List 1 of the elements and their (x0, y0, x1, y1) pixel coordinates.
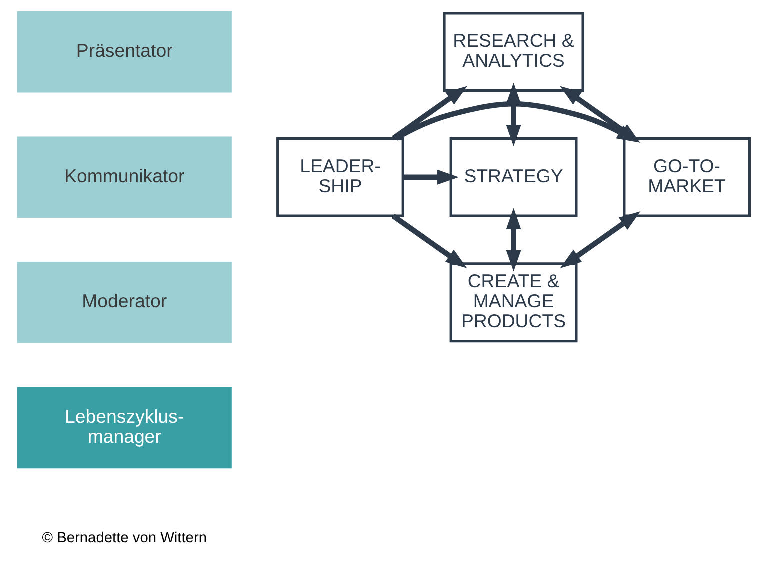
label: © Bernadette von Wittern (42, 530, 207, 546)
